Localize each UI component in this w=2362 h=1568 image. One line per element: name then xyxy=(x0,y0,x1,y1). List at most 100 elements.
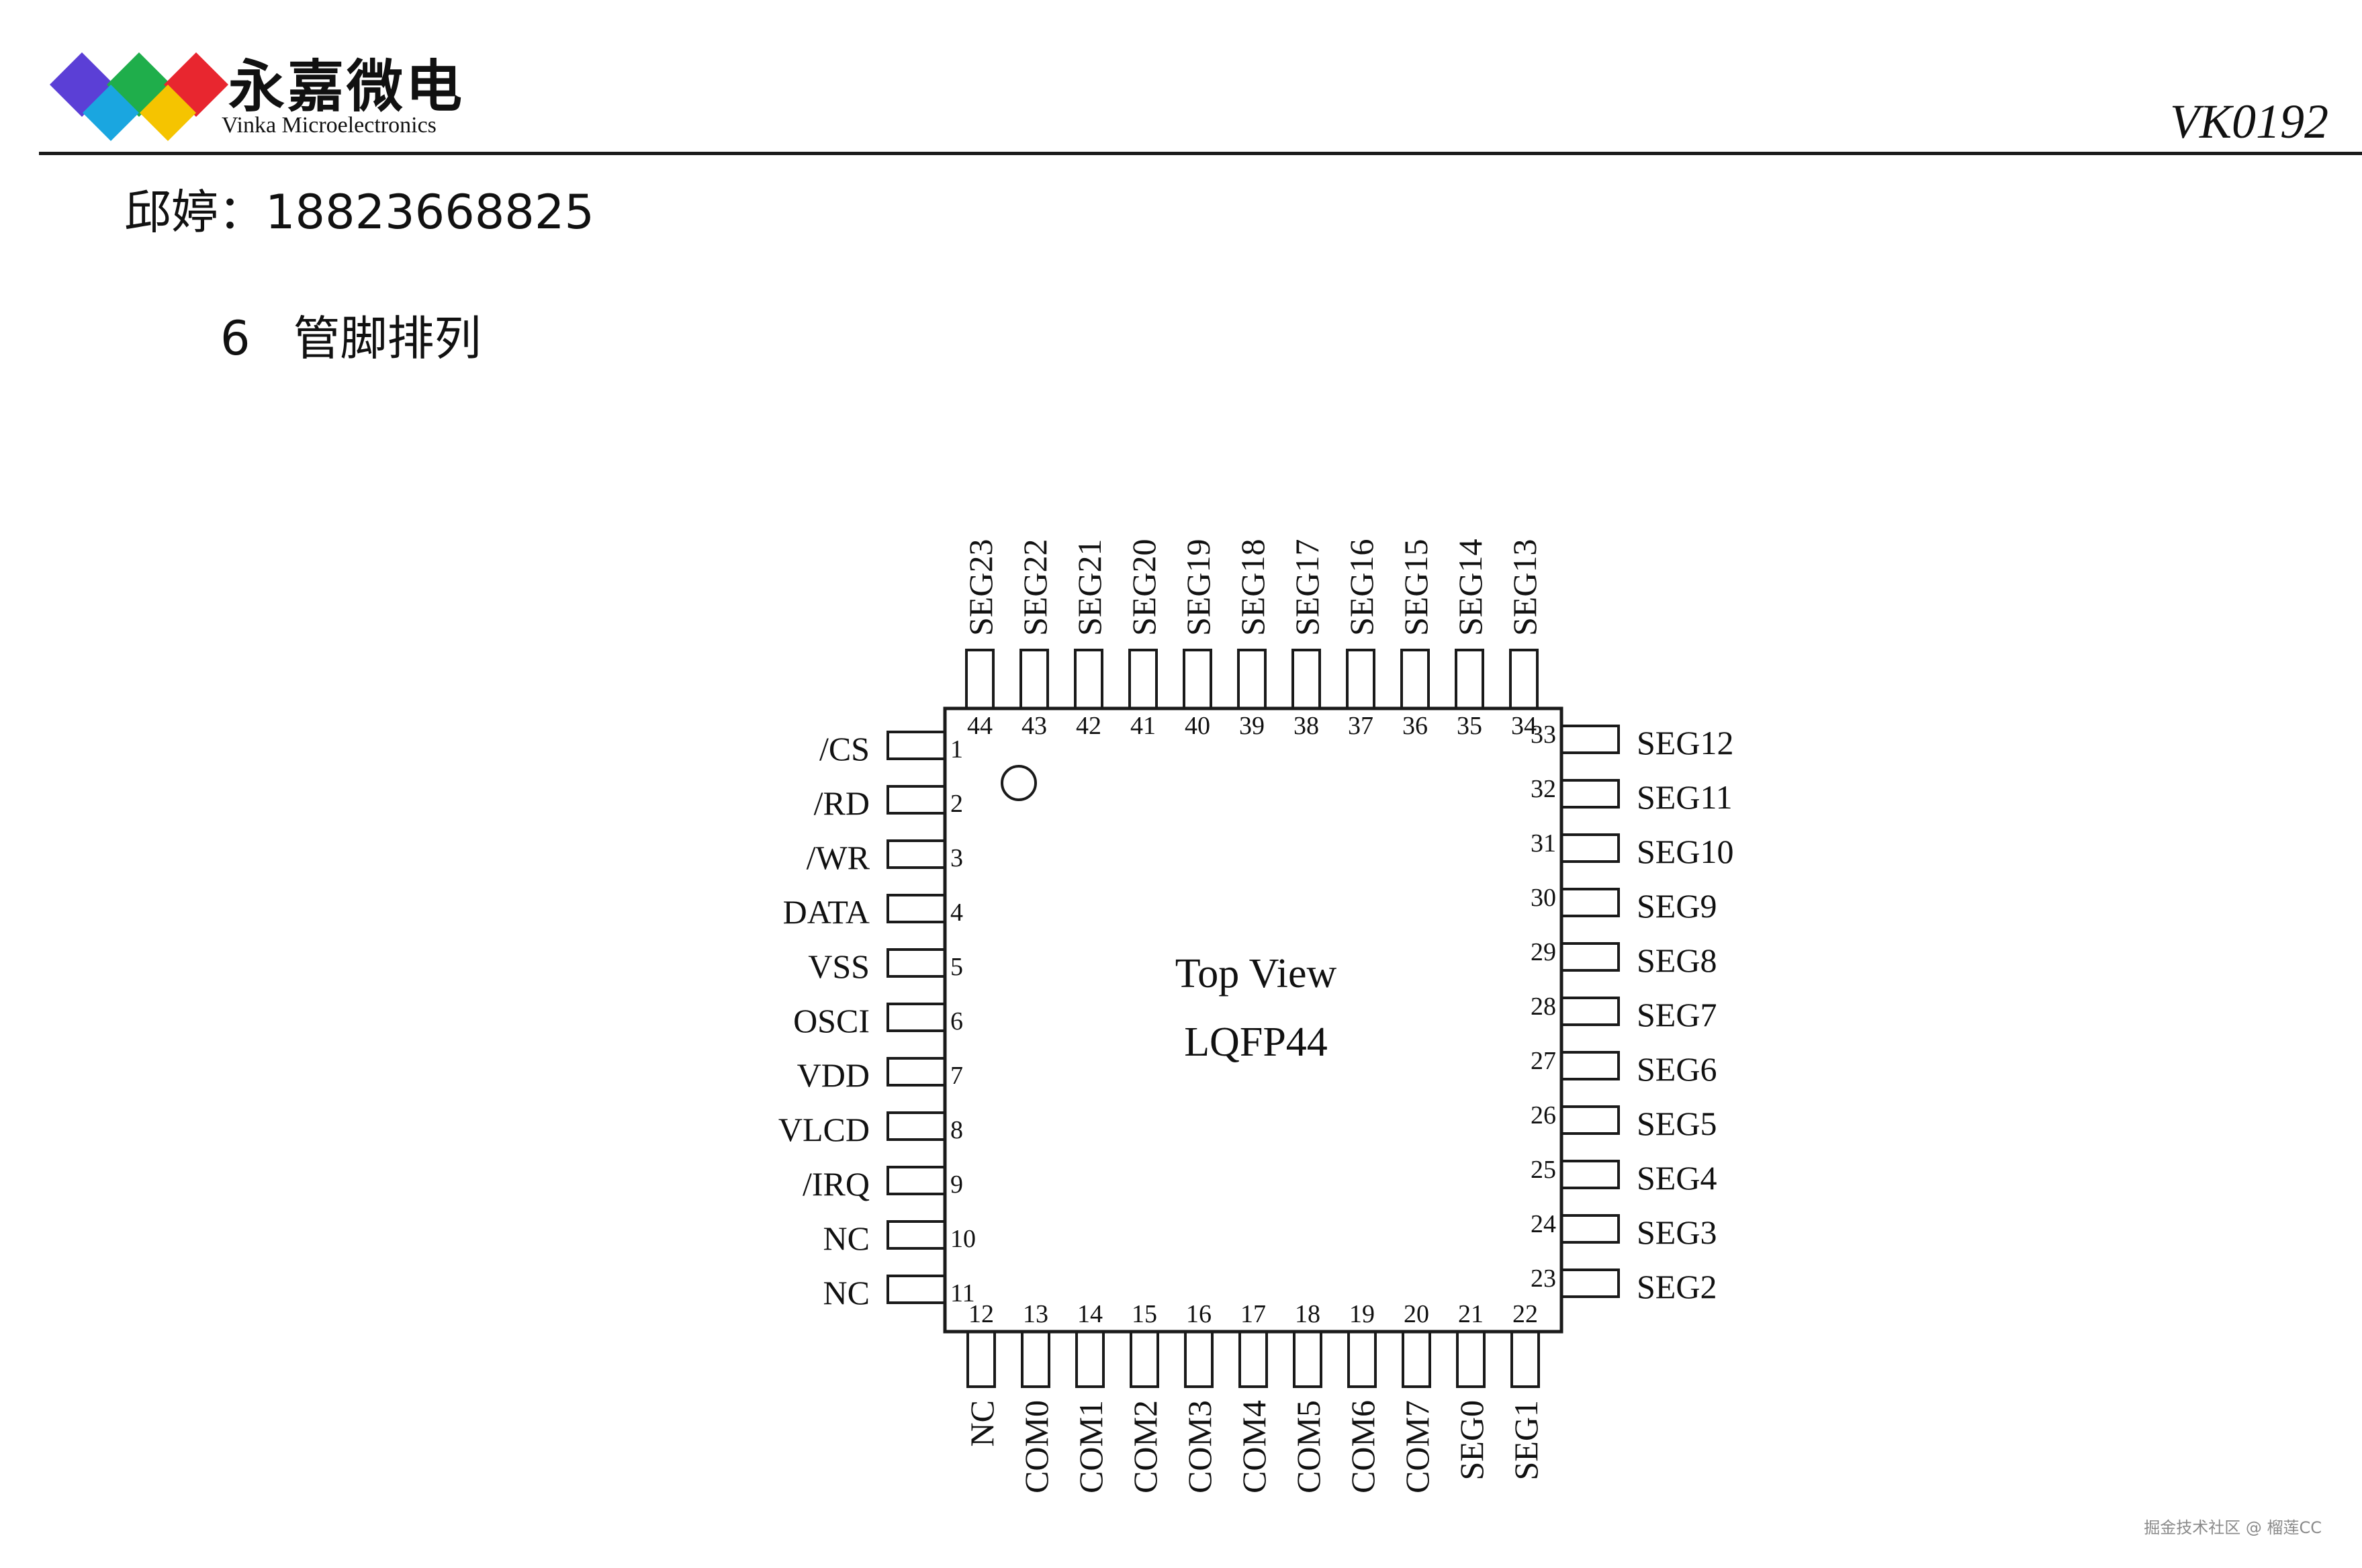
pin-pad xyxy=(1183,649,1212,710)
pin-name: /WR xyxy=(807,839,870,876)
pin-name: SEG20 xyxy=(1125,539,1163,636)
pin-name: SEG21 xyxy=(1071,539,1108,636)
pin-number: 33 xyxy=(1531,721,1556,749)
pin-name: SEG15 xyxy=(1397,539,1435,636)
brand-chinese-name: 永嘉微电 xyxy=(228,54,465,120)
pin-number: 1 xyxy=(950,735,963,764)
contact-line: 邱婷：18823668825 xyxy=(124,185,594,240)
pin-number: 38 xyxy=(1293,712,1319,740)
pin-number: 24 xyxy=(1531,1210,1556,1238)
pin-name: SEG2 xyxy=(1637,1268,1717,1305)
pin-pad xyxy=(1560,997,1620,1026)
pin-pad xyxy=(887,1111,946,1141)
pin-name: SEG0 xyxy=(1453,1400,1490,1480)
pin-number: 35 xyxy=(1457,712,1482,740)
pin-pad xyxy=(887,731,946,760)
pin-number: 42 xyxy=(1076,712,1101,740)
pin-name: DATA xyxy=(783,893,870,931)
pin-number: 11 xyxy=(950,1279,975,1307)
pin-name: SEG5 xyxy=(1637,1105,1717,1142)
pin-number: 40 xyxy=(1185,712,1210,740)
pin-pad xyxy=(1293,1330,1322,1388)
pin-pad xyxy=(1560,1214,1620,1244)
pin-name: SEG9 xyxy=(1637,887,1717,925)
pin-number: 27 xyxy=(1531,1047,1556,1075)
pin-pad xyxy=(887,1057,946,1087)
pin-name: SEG4 xyxy=(1637,1159,1717,1197)
pin-name: SEG19 xyxy=(1179,539,1217,636)
pin-pad xyxy=(1291,649,1321,710)
pin-pad xyxy=(1560,1105,1620,1135)
pin-pad xyxy=(1238,1330,1268,1388)
pin-number: 4 xyxy=(950,898,963,927)
pin-number: 3 xyxy=(950,844,963,872)
pin-name: NC xyxy=(823,1219,870,1257)
pin-name: SEG6 xyxy=(1637,1050,1717,1088)
pin-pad xyxy=(1400,649,1430,710)
pin-name: VDD xyxy=(797,1056,870,1094)
pin-number: 18 xyxy=(1295,1300,1320,1328)
pin-number: 30 xyxy=(1531,884,1556,912)
vinka-logo-icon xyxy=(50,52,228,141)
pin-name: VLCD xyxy=(778,1111,870,1148)
pin-name: /RD xyxy=(814,784,870,822)
pin-number: 5 xyxy=(950,953,963,981)
pin-name: COM4 xyxy=(1235,1400,1273,1493)
document-id: VK0192 xyxy=(2169,95,2328,148)
view-label: Top View xyxy=(1175,951,1337,997)
pin-name: SEG1 xyxy=(1507,1400,1545,1480)
pin-name: SEG11 xyxy=(1637,778,1733,816)
pin-number: 29 xyxy=(1531,938,1556,966)
pin-pad xyxy=(887,1220,946,1250)
pin-name: NC xyxy=(823,1274,870,1311)
pin-number: 44 xyxy=(967,712,993,740)
pin-pad xyxy=(966,1330,996,1388)
pin-number: 8 xyxy=(950,1116,963,1144)
pin-name: COM5 xyxy=(1289,1400,1327,1493)
watermark: 掘金技术社区 @ 榴莲CC xyxy=(2144,1518,2322,1537)
pin-pad xyxy=(1021,1330,1050,1388)
pin-pad xyxy=(1560,1051,1620,1080)
pin-pad xyxy=(887,1275,946,1304)
pin-pad xyxy=(1075,1330,1105,1388)
pin-number: 9 xyxy=(950,1170,963,1199)
pin-number: 25 xyxy=(1531,1156,1556,1184)
pin-number: 17 xyxy=(1240,1300,1266,1328)
pin-pad xyxy=(887,1003,946,1032)
pin-name: COM1 xyxy=(1072,1400,1109,1493)
pin-number: 39 xyxy=(1239,712,1265,740)
pin-number: 36 xyxy=(1402,712,1428,740)
pin-name: COM6 xyxy=(1344,1400,1381,1493)
pin-number: 20 xyxy=(1404,1300,1429,1328)
pin-number: 12 xyxy=(968,1300,994,1328)
pin-pad xyxy=(887,1166,946,1195)
pin-number: 28 xyxy=(1531,993,1556,1021)
header-divider xyxy=(39,152,2362,155)
pin-name: SEG10 xyxy=(1637,833,1733,870)
pin-pad xyxy=(1560,1269,1620,1298)
pin-number: 21 xyxy=(1458,1300,1484,1328)
pin-name: NC xyxy=(963,1400,1001,1446)
pin-number: 6 xyxy=(950,1007,963,1035)
pin-pad xyxy=(965,649,995,710)
pin-pad xyxy=(1074,649,1103,710)
pin-pad xyxy=(1456,1330,1486,1388)
pin-pad xyxy=(1560,942,1620,972)
pin-pad xyxy=(1560,888,1620,917)
pin-name: SEG7 xyxy=(1637,996,1717,1033)
pin-name: COM3 xyxy=(1181,1400,1218,1493)
pin-pad xyxy=(1509,649,1539,710)
pin-name: SEG17 xyxy=(1288,539,1326,636)
pin-pad xyxy=(1130,1330,1159,1388)
pin-pad xyxy=(1346,649,1375,710)
pin-pad xyxy=(1560,725,1620,754)
pin-pad xyxy=(887,839,946,869)
pin-number: 43 xyxy=(1021,712,1047,740)
pin-name: VSS xyxy=(808,948,870,985)
pin-number: 34 xyxy=(1511,712,1537,740)
pin-name: SEG16 xyxy=(1343,539,1380,636)
pin-name: COM2 xyxy=(1126,1400,1164,1493)
